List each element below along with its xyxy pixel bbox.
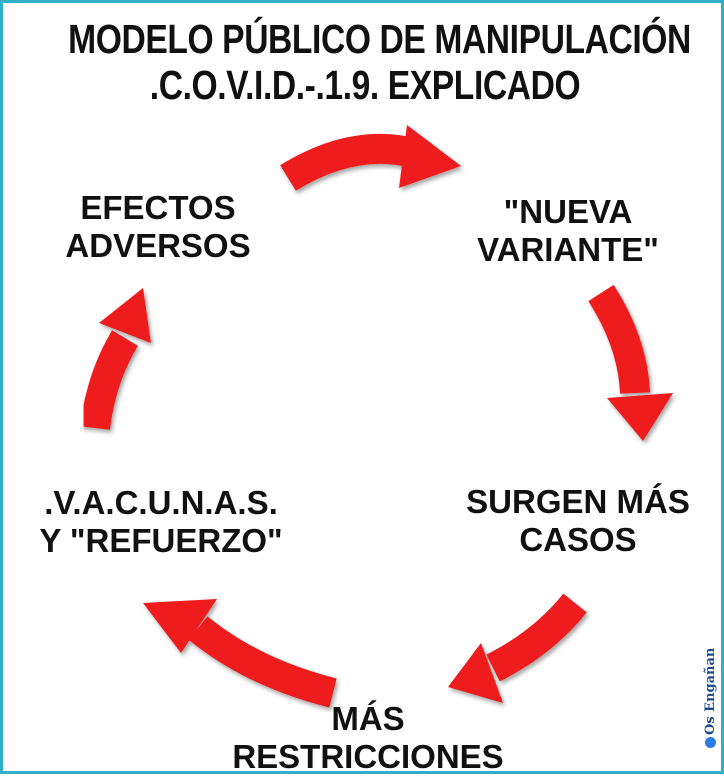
arrow-surgen-casos-to-mas-restricciones [448, 593, 587, 703]
watermark-text: Os Engañan [703, 647, 718, 735]
arrow-vacunas-to-efectos [80, 288, 151, 430]
title-line-2: .C.O.V.I.D.-.1.9. EXPLICADO [149, 62, 581, 108]
node-surgen-mas-casos: SURGEN MÁS CASOS [458, 483, 698, 559]
node-vacunas-line-1: .V.A.C.U.N.A.S. [44, 484, 278, 521]
watermark: Os Engañan [703, 648, 718, 748]
arrow-nueva-variante-to-surgen-casos [588, 284, 673, 441]
watermark-logo-icon [705, 737, 716, 748]
node-mas-restricciones: MÁS RESTRICCIONES [213, 700, 523, 776]
node-efectos-line-1: EFECTOS [80, 189, 236, 226]
node-mas-line-2: RESTRICCIONES [232, 738, 504, 775]
node-vacunas-refuerzo: .V.A.C.U.N.A.S. Y "REFUERZO" [11, 484, 311, 560]
node-nueva-variante: "NUEVA VARIANTE" [448, 193, 688, 269]
cycle-arrows [80, 125, 673, 708]
node-efectos-adversos: EFECTOS ADVERSOS [43, 189, 273, 265]
node-vacunas-line-2: Y "REFUERZO" [39, 522, 283, 559]
node-surgen-line-2: CASOS [519, 521, 637, 558]
node-surgen-line-1: SURGEN MÁS [466, 483, 690, 520]
arrow-mas-restricciones-to-vacunas [143, 599, 337, 708]
node-nueva-line-1: "NUEVA [503, 193, 633, 230]
arrow-efectos-to-nueva-variante [280, 125, 461, 191]
title-line-1: MODELO PÚBLICO DE MANIPULACIÓN [68, 16, 691, 62]
node-nueva-line-2: VARIANTE" [477, 231, 659, 268]
node-efectos-line-2: ADVERSOS [65, 227, 251, 264]
node-mas-line-1: MÁS [331, 700, 405, 737]
